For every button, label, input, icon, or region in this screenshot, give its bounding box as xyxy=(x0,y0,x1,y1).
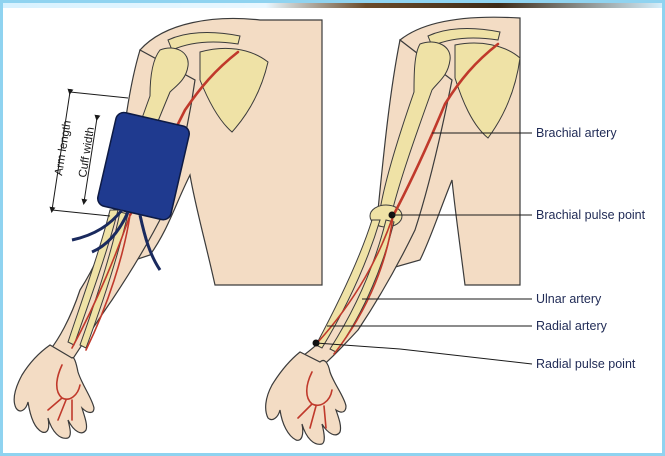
label-brachial-pulse-point: Brachial pulse point xyxy=(536,208,646,222)
right-arm: Brachial artery Brachial pulse point Uln… xyxy=(266,17,646,444)
left-arm: Arm length Cuff width xyxy=(14,19,322,439)
label-ulnar-artery: Ulnar artery xyxy=(536,292,602,306)
right-hand xyxy=(266,352,346,444)
leader-radial-pulse-2 xyxy=(400,349,532,364)
label-radial-artery: Radial artery xyxy=(536,319,608,333)
left-hand xyxy=(14,345,94,438)
label-brachial-artery: Brachial artery xyxy=(536,126,617,140)
label-radial-pulse-point: Radial pulse point xyxy=(536,357,636,371)
arm-length-label: Arm length xyxy=(53,120,74,177)
cuff-width-dimension: Cuff width xyxy=(77,118,97,202)
cuff-width-label: Cuff width xyxy=(77,126,97,178)
